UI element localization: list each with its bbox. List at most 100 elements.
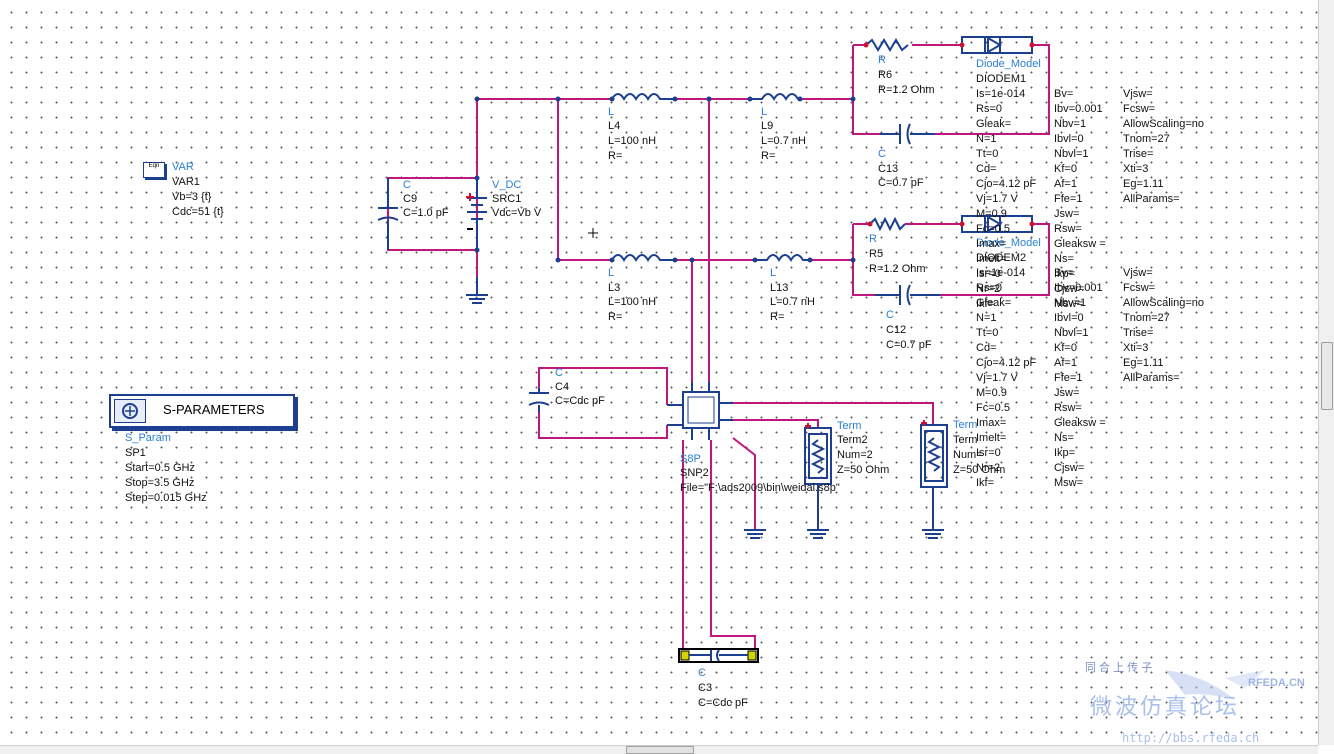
r5-type: R [869,233,877,245]
c4-type: C [555,367,563,379]
l4-name: L4 [608,120,621,132]
diode2-param: Ikf= [976,477,995,489]
c9-type: C [403,179,411,191]
diode2-param: Tnom=27 [1123,312,1170,324]
l13-r: R= [770,311,785,323]
diode1-param: Vjsw= [1123,88,1153,100]
var-cdc: Cdc=51 {t} [172,206,224,218]
l9-symbol [750,93,800,101]
term1-type: Term [953,419,978,431]
sparam-controller[interactable]: S-PARAMETERS [109,394,295,428]
snp-name: SNP2 [680,467,709,479]
var-name: VAR1 [172,176,200,188]
diode2-param: Eg=1.11 [1123,357,1164,369]
l13-name: L13 [770,282,789,294]
vdc-type: V_DC [492,179,522,191]
sparam-type: S_Param [125,432,171,444]
schematic-wires [377,36,1050,663]
diode2-param: Af=1 [1054,357,1077,369]
diode2-param: Vj=1.7 V [976,372,1018,384]
diode2-param: Nbvl=1 [1054,327,1089,339]
diode1-param: Imelt= [976,253,1007,265]
c13-value: C=0.7 pF [878,177,924,189]
diode1-param: Eg=1.11 [1123,178,1164,190]
term2-num: Num=2 [837,449,873,461]
c4-value: C=Cdc pF [555,395,605,407]
diode1-param: Ibvl=0 [1054,133,1084,145]
diode1-param: Vj=1.7 V [976,193,1018,205]
sparam-stop: Stop=3.5 GHz [125,477,195,489]
diode1-type: Diode_Model [976,58,1041,70]
c12-type: C [886,309,894,321]
diode2-param: Ffe=1 [1054,372,1083,384]
snp-file: File="F:\ads2009\bin\weidai.s8p" [680,482,840,494]
l4-type: L [608,106,615,118]
c12-value: C=0.7 pF [886,339,932,351]
c13-symbol [880,123,935,145]
r5-value: R=1.2 Ohm [869,263,926,275]
sparam-start: Start=0.5 GHz [125,462,196,474]
diode1-param: Isr=0 [976,268,1001,280]
diode2-param: Cd= [976,342,997,354]
diode1-param: Ffe=1 [1054,193,1083,205]
var-vb: Vb=3 {t} [172,191,212,203]
diode1-param: Jsw= [1054,208,1080,220]
term1-name: Term [953,434,978,446]
l3-type: L [608,267,615,279]
c12-name: C12 [886,324,907,336]
diode1-param: M=0.9 [976,208,1007,220]
l3-name: L3 [608,282,621,294]
l9-r: R= [761,150,776,162]
watermark-line2: RFEDA.CN [1248,677,1305,689]
forum-watermark-logo [1165,670,1265,700]
c12-symbol [875,284,940,306]
l3-symbol [611,254,675,262]
diode2-param: M=0.9 [976,387,1007,399]
l13-type: L [770,267,777,279]
diode2-param: Imelt= [976,432,1007,444]
diode1-param: Nbvl=1 [1054,148,1089,160]
diode1-param: Imax= [976,238,1007,250]
diode1-param: Xti=3 [1123,163,1149,175]
l9-type: L [761,106,768,118]
var-icon-text: Eqn [148,163,160,169]
c3-symbol [678,648,759,663]
term2-type: Term [837,420,862,432]
diode2-name: DIODEM2 [976,252,1027,264]
var-eqn-icon[interactable]: Eqn [143,162,165,178]
diode2-param: Fcsw= [1123,282,1156,294]
diode2-param: Gleak= [976,297,1012,309]
diode2-param: Msw= [1054,477,1084,489]
diode2-param: Ibv=0.001 [1054,282,1103,294]
l3-value: L=100 nH [608,296,657,308]
l9-value: L=0.7 nH [761,135,806,147]
snp-symbol [667,382,733,440]
diode2-param: N=1 [976,312,997,324]
diode1-param: Cd= [976,163,997,175]
schematic-canvas[interactable] [0,0,1318,745]
vertical-scroll-thumb[interactable] [1321,342,1333,410]
diode1-param: Msw= [1054,298,1084,310]
diode1-param: Fc=0.5 [976,223,1010,235]
diode2-param: Cjo=4.12 pF [976,357,1037,369]
diode2-param: AllowScaling=no [1123,297,1205,309]
c4-symbol [528,388,550,412]
watermark-line3: 微波仿真论坛 [1090,694,1241,719]
snp-type: S8P [680,453,701,465]
diode2-param: Ns= [1054,432,1074,444]
c9-name: C9 [403,193,418,205]
diode1-param: Gleak= [976,118,1012,130]
diode2-param: Kf=0 [1054,342,1077,354]
diode2-param: Cjsw= [1054,462,1085,474]
vdc-value: Vdc=Vb V [492,207,542,219]
diode1-param: Ibv=0.001 [1054,103,1103,115]
diode1-param: Ns= [1054,253,1074,265]
diode1-param: Rs=0 [976,103,1002,115]
diode1-param: Nbv=1 [1054,118,1087,130]
sparam-step: Step=0.015 GHz [125,492,207,504]
c13-name: C13 [878,163,899,175]
diode2-param: Gleaksw = [1054,417,1106,429]
diode2-param: Trise= [1123,327,1154,339]
l4-value: L=100 nH [608,135,657,147]
diode1-param: Fcsw= [1123,103,1156,115]
